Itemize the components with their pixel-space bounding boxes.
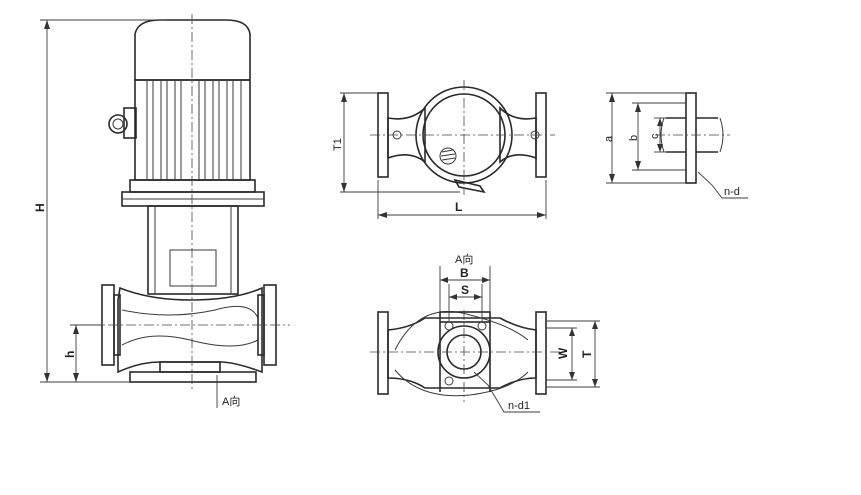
motor-flange [129,179,256,193]
label-B: B [460,266,469,280]
front-view: H h A向 [33,14,290,408]
drain-plug [453,178,486,194]
flange-detail-view: a b c n-d [603,92,748,199]
label-a-direction-main: A向 [222,394,240,408]
cable-gland [108,114,128,134]
label-T1: T1 [332,138,344,151]
pump-casing [117,286,263,374]
terminal-box [123,107,137,139]
dimension-H [40,19,165,383]
bottom-view-a: A向 B S W [370,252,600,413]
label-h: h [63,351,77,358]
pump-base [129,371,257,383]
top-view: T1 L [332,80,555,219]
label-a: a [603,135,615,142]
label-a-direction-bottom: A向 [455,252,473,266]
leader-n-d [697,171,748,199]
label-H: H [33,203,47,212]
dimension-h [70,324,102,382]
bottom-right-flange [535,311,547,395]
motor-fins [146,80,242,180]
label-W: W [556,347,570,359]
bracket [147,205,239,295]
label-c: c [649,133,661,139]
bottom-left-flange [377,311,389,395]
label-n-d1: n-d1 [508,400,530,412]
label-T: T [580,350,594,358]
label-L: L [455,200,462,214]
label-n-d: n-d [724,186,740,198]
label-S: S [461,283,469,297]
label-b: b [628,135,640,141]
leader-n-d1 [473,371,540,413]
flange-section [685,92,697,184]
motor-cap [134,19,251,81]
hatched-nameplate [439,147,457,165]
